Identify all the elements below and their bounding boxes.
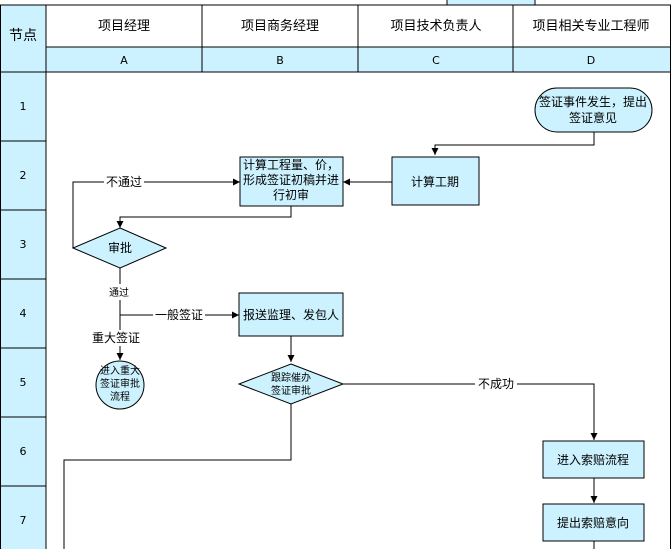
row-number-column: [0, 72, 46, 549]
node-visa-event-line-1: 签证事件发生，提出: [539, 94, 647, 109]
column-code-b: B: [276, 54, 284, 67]
node-submit: [238, 292, 344, 337]
node-claim-intent: [542, 503, 645, 542]
node-claim-process-label: 进入索赔流程: [557, 452, 629, 467]
node-claim-intent-label: 提出索赔意向: [557, 515, 629, 530]
connector-review-fail: [72, 178, 240, 248]
node-review-label: 审批: [108, 240, 132, 255]
row-number-3: 3: [20, 238, 27, 251]
column-title-d: 项目相关专业工程师: [532, 19, 649, 34]
row-number-7: 7: [20, 514, 27, 527]
column-title-c: 项目技术负责人: [390, 19, 481, 34]
node-calc-quantity: [239, 156, 344, 207]
node-major-process-line-3: 流程: [110, 390, 130, 403]
node-calc-quantity-line-1: 计算工程量、价，: [243, 157, 339, 172]
row-number-2: 2: [20, 169, 27, 182]
connector-event-to-period: [431, 132, 595, 155]
node-claim-process: [542, 440, 645, 479]
column-code-d: D: [587, 54, 595, 67]
node-visa-event: [534, 87, 653, 133]
node-track-line-1: 跟踪催办: [271, 371, 311, 384]
row-number-1: 1: [20, 100, 27, 113]
node-calc-quantity-line-3: 行初审: [273, 187, 309, 202]
label-general-visa: 一般签证: [155, 307, 203, 322]
node-submit-label: 报送监理、发包人: [243, 307, 339, 322]
node-header-cell: [0, 5, 46, 72]
column-title-a: 项目经理: [98, 19, 150, 34]
column-code-a: A: [120, 54, 128, 67]
label-fail: 不通过: [106, 175, 142, 189]
node-review-decision: [71, 227, 168, 269]
row-number-4: 4: [20, 307, 27, 320]
node-major-process-line-1: 进入重大: [100, 364, 140, 377]
row-number-6: 6: [20, 445, 27, 458]
label-unsuccessful: 不成功: [478, 377, 514, 391]
top-strip-cell: [447, 0, 535, 5]
node-major-process-line-2: 签证审批: [100, 377, 140, 390]
top-strip: [0, 0, 671, 5]
connector-track-unsuccessful: [343, 383, 598, 440]
node-calc-period: [391, 156, 480, 206]
connector-track-continue: [63, 404, 292, 549]
column-title-b: 项目商务经理: [241, 18, 319, 34]
label-major-visa: 重大签证: [92, 330, 140, 345]
node-major-process: [95, 360, 145, 410]
node-header: 节点: [9, 28, 37, 44]
node-calc-quantity-line-2: 形成签证初稿并进: [243, 172, 339, 187]
node-calc-period-label: 计算工期: [411, 174, 459, 189]
node-track-decision: [237, 363, 345, 405]
connector-quantity-to-review: [116, 206, 292, 228]
row-number-5: 5: [20, 376, 27, 389]
node-visa-event-line-2: 签证意见: [569, 110, 617, 125]
label-pass: 通过: [109, 286, 129, 299]
column-code-c: C: [432, 54, 440, 67]
node-track-line-2: 签证审批: [271, 384, 311, 397]
